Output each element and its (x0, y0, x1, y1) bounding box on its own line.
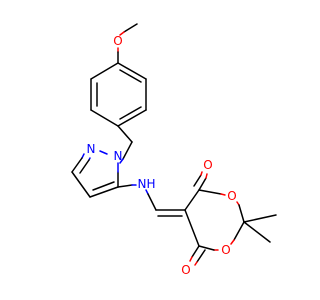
bond-pyrazole-c4-c5-double (92, 181, 115, 191)
bond-ring-c2-o1-red (230, 239, 235, 245)
atom-n1-pyrazole: N (114, 149, 123, 163)
bond-ring-c5-c4 (184, 189, 200, 211)
bond-benzene-3 (117, 109, 147, 127)
bond-carbonyl-top-2 (193, 174, 202, 187)
bond-ring-c4-o3-red (220, 193, 226, 196)
atom-nh-h: H (146, 177, 155, 191)
bond-ring-c4-o3 (198, 189, 222, 195)
bond-benzene-4 (90, 109, 119, 127)
bond-pyrazole-n1-n2 (99, 150, 108, 155)
bond-c5-nh (117, 184, 133, 188)
atom-o-ring-top: O (227, 189, 236, 203)
bond-benzene-1 (117, 62, 147, 80)
bond-ch2-n1-blue (119, 158, 124, 164)
bonds (71, 23, 277, 266)
bond-carbonyl-top-1 (198, 177, 207, 191)
bond-carbonyl-bottom-1 (191, 245, 200, 258)
bond-pyrazole-c3-c4 (71, 171, 91, 198)
bond-benzene-6 (90, 62, 119, 80)
atom-nh-n: N (138, 177, 147, 191)
bond-carbonyl-bottom-1-red (189, 256, 193, 262)
bond-ring-c2-o1 (233, 221, 245, 241)
atom-o-ring-bottom: O (221, 243, 230, 257)
bond-methyl-upper (243, 214, 277, 223)
molecule-structure-diagram: O N N N H O O O O (71, 23, 277, 277)
bond-aryl-ch2 (117, 125, 133, 143)
bond-carbonyl-top-1-red (205, 173, 208, 179)
atom-o-carbonyl-bottom: O (181, 263, 190, 277)
bond-carbonyl-top-2-red (200, 171, 203, 176)
bond-ring-o3-c2-b (238, 204, 245, 223)
atom-n2-pyrazole: N (87, 142, 96, 156)
bond-pyrazole-n2-c3-b (71, 157, 83, 173)
bond-o-methyl (119, 31, 125, 36)
bond-nh-ch-b (147, 193, 157, 211)
bond-pyrazole-n2-c3-double-b (79, 159, 90, 174)
bond-benzene-double-b (119, 106, 142, 120)
bond-carbonyl-bottom-2-red (194, 261, 198, 266)
bond-ring-c6-c5 (184, 209, 200, 247)
bond-ch2-n1 (122, 141, 133, 160)
bond-pyrazole-c4-c5 (89, 186, 119, 198)
bond-benzene-double-a (119, 69, 142, 83)
atom-labels: O N N N H O O O O (87, 34, 237, 277)
bond-carbonyl-bottom-2 (196, 249, 206, 263)
bond-methyl-o (123, 23, 138, 33)
bond-methyl-lower (243, 221, 271, 243)
atom-o-carbonyl-top: O (203, 158, 212, 172)
bond-ring-o1-c6-b (198, 245, 215, 251)
atom-o-methoxy: O (113, 34, 122, 48)
